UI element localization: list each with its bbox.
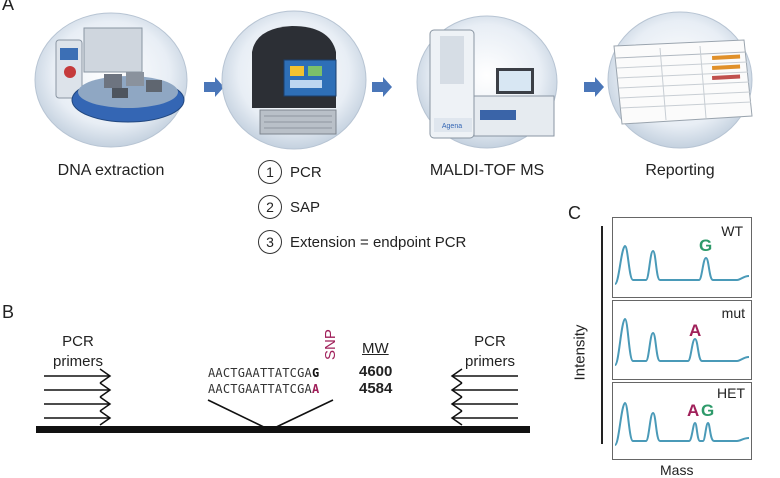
intensity-axis-label: Intensity — [571, 324, 589, 381]
peak-label-g: G — [701, 401, 715, 420]
spectrum-trace — [614, 244, 750, 285]
sequence-prefix: AACTGAATTATCGA — [208, 382, 312, 396]
template-strand — [36, 426, 530, 433]
step-text: Extension = endpoint PCR — [290, 233, 467, 251]
right-primers-line-2: primers — [464, 353, 515, 370]
svg-text:Agena: Agena — [442, 123, 462, 130]
panel-c-label: C — [568, 203, 581, 223]
mass-spectrometer-icon: Agena — [416, 15, 558, 149]
step-text: SAP — [290, 198, 321, 216]
stage-label-dna-extraction: DNA extraction — [57, 162, 165, 179]
left-primers-line-2: primers — [52, 353, 103, 370]
peak-label-g: G — [699, 236, 713, 255]
genotype-label-wt: WT — [721, 223, 743, 239]
mw-value-g: 4600 — [359, 363, 393, 380]
spreadsheet-report-icon — [607, 11, 753, 149]
thermal-cycler-icon — [221, 10, 367, 150]
step-sap: 2 SAP — [258, 195, 320, 219]
right-primer-arrows — [450, 368, 518, 426]
assay-schematic: SNP — [36, 329, 530, 433]
stage-label-maldi-tof: MALDI-TOF MS — [429, 162, 545, 179]
panel-a-label: A — [2, 0, 15, 14]
mw-value-a: 4584 — [359, 380, 393, 397]
allele-a: A — [311, 382, 320, 396]
mw-header: MW — [362, 340, 389, 357]
sequence-g: AACTGAATTATCGAG — [208, 366, 319, 380]
flow-arrow-icon — [584, 77, 604, 97]
step-number: 3 — [258, 230, 282, 254]
allele-g: G — [311, 366, 320, 380]
spectrum-mut: mut A — [612, 300, 752, 380]
genotype-label-mut: mut — [721, 305, 745, 321]
step-pcr: 1 PCR — [258, 160, 322, 184]
left-primers-label: PCR primers — [46, 332, 110, 372]
extraction-robot-icon — [34, 12, 188, 148]
extension-line-left — [207, 399, 271, 431]
peak-label-a: A — [687, 401, 700, 420]
stage-label-reporting: Reporting — [645, 162, 715, 179]
flow-arrow-icon — [204, 77, 224, 97]
sequence-a: AACTGAATTATCGAA — [208, 382, 319, 396]
snp-label: SNP — [322, 329, 339, 360]
left-primers-line-1: PCR — [62, 333, 94, 350]
spectrum-wt: WT G — [612, 217, 752, 298]
left-primer-arrows — [44, 368, 112, 426]
right-primers-line-1: PCR — [474, 333, 506, 350]
intensity-axis-label-wrap: Intensity — [571, 325, 598, 381]
genotype-label-het: HET — [717, 385, 745, 401]
workflow-illustration: Agena — [34, 10, 753, 150]
sequence-prefix: AACTGAATTATCGA — [208, 366, 312, 380]
step-extension: 3 Extension = endpoint PCR — [258, 230, 466, 254]
mass-axis-label: Mass — [660, 462, 694, 478]
spectrum-het: HET A G — [612, 382, 752, 460]
peak-label-a: A — [689, 321, 702, 340]
extension-line-right — [269, 399, 334, 431]
step-number: 1 — [258, 160, 282, 184]
spectrum-trace — [614, 401, 750, 446]
step-number: 2 — [258, 195, 282, 219]
intensity-axis — [601, 226, 603, 444]
spectrum-trace — [614, 317, 750, 366]
right-primers-label: PCR primers — [458, 332, 522, 372]
step-text: PCR — [290, 163, 322, 181]
flow-arrow-icon — [372, 77, 392, 97]
panel-b-label: B — [2, 302, 15, 322]
